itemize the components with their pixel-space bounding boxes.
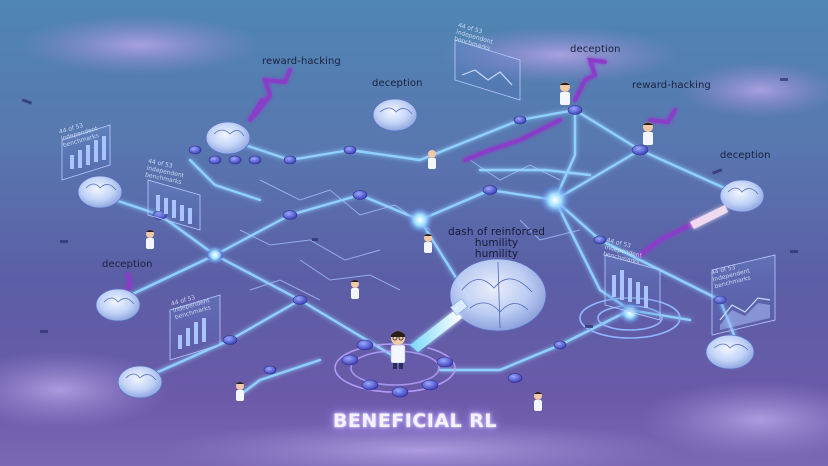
syringe-right <box>690 205 728 229</box>
brain-right <box>719 179 765 213</box>
label-humility-line3: humility <box>474 248 519 260</box>
scientist-center <box>390 331 406 369</box>
clouds <box>0 15 828 466</box>
scientist-top-right <box>643 122 653 145</box>
benchmark-panel-right-mid <box>604 254 661 321</box>
benchmark-panel-right <box>711 254 776 336</box>
brain-top-center <box>372 98 418 132</box>
brains <box>77 98 765 399</box>
brain-humility-large <box>449 258 547 332</box>
page-title: BENEFICIAL RL <box>332 410 498 432</box>
label-reward-hacking-right: reward-hacking <box>632 80 711 91</box>
benchmark-panel-left-mid <box>147 179 201 231</box>
label-deception-left: deception <box>102 259 153 270</box>
glowing-hubs <box>205 184 642 325</box>
brain-top-left <box>205 121 251 155</box>
brain-bottom-right <box>705 334 755 370</box>
brain-left-low <box>95 288 141 322</box>
label-humility-line1: dash of reinforced <box>448 226 546 238</box>
scientist-top-center <box>560 82 570 105</box>
label-humility-line2: humility <box>474 237 519 249</box>
circuit-lines <box>239 159 581 301</box>
scientists <box>146 82 653 411</box>
scientist-mid <box>428 150 436 169</box>
humility-syringe <box>410 298 469 352</box>
brain-left-mid <box>77 175 123 209</box>
scientist-bottom-left <box>236 382 244 401</box>
label-deception-top-left: deception <box>372 78 423 89</box>
bad-paths <box>118 57 702 302</box>
label-humility: dash of reinforced humility humility <box>448 227 545 260</box>
label-deception-top-right: deception <box>570 44 621 55</box>
scientist-center-left <box>351 280 359 299</box>
label-deception-right: deception <box>720 150 771 161</box>
scientist-center-mid <box>424 234 432 253</box>
label-reward-hacking-left: reward-hacking <box>262 56 341 67</box>
brain-bottom-left <box>117 365 163 399</box>
benchmark-panel-left-bottom <box>169 294 221 361</box>
scientist-left <box>146 230 154 249</box>
benchmark-panel-top-center <box>454 39 521 101</box>
benchmark-panels <box>61 39 776 361</box>
scientist-bottom-right <box>534 392 542 411</box>
debris <box>21 78 798 333</box>
benchmark-panel-left-top <box>61 124 111 181</box>
